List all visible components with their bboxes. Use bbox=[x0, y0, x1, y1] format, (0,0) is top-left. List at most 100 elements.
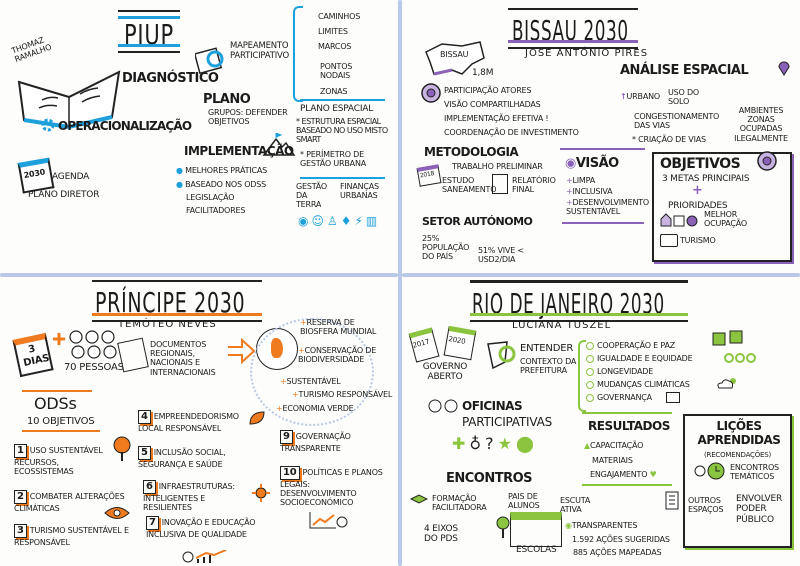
turismo-label: Turismo bbox=[680, 236, 716, 245]
relatorio-label: Relatório final bbox=[512, 176, 556, 195]
visao-label: ◉Visão bbox=[565, 156, 619, 171]
legend-pontos-nodais: Pontos nodais bbox=[320, 62, 353, 81]
grupos-label: Grupos: defender objetivos bbox=[208, 108, 288, 127]
calendar-year: 2018 bbox=[419, 170, 435, 180]
participativas-label: participativas bbox=[462, 415, 553, 429]
gestao-terra-label: Gestão da terra bbox=[296, 182, 328, 210]
bissau-item-1: Participação atores bbox=[444, 86, 532, 95]
objetivos-label: Objetivos bbox=[660, 156, 741, 172]
plano-divider bbox=[300, 99, 385, 105]
plano-label: Plano bbox=[203, 92, 251, 107]
resultados-top-line bbox=[582, 412, 672, 418]
population-label: 1,8M bbox=[472, 68, 494, 78]
resultados-label: Resultados bbox=[588, 419, 670, 433]
circles-icon bbox=[724, 353, 756, 363]
goal-5: +Economia verde bbox=[276, 404, 354, 413]
calendar-icon: 2030 bbox=[17, 157, 55, 194]
perimetro-label: * Perímetro de gestão urbana bbox=[300, 150, 367, 169]
oficinas-label: Oficinas bbox=[462, 399, 523, 413]
document-icon bbox=[117, 337, 149, 373]
suitcase-icon bbox=[660, 234, 678, 247]
urbano-label: ↑Urbano bbox=[620, 92, 660, 101]
governo-label: Governo aberto bbox=[422, 362, 468, 383]
theme-2: Igualdade e equidade bbox=[586, 354, 693, 363]
rio-author: Luciana Tuszel bbox=[512, 320, 612, 331]
congestionamento-label: Congestionamento das vias bbox=[634, 112, 720, 131]
visao-item-1: +Limpa bbox=[566, 176, 596, 185]
ods-objective-9: 9Governação transparente bbox=[280, 430, 351, 453]
open-book-icon bbox=[17, 70, 121, 130]
goal-4: +Turismo responsável bbox=[292, 390, 393, 399]
setor-vive-label: 51% vive < USD2/dia bbox=[478, 246, 524, 265]
target-icon bbox=[757, 151, 777, 171]
theme-1: Cooperação e paz bbox=[586, 341, 675, 350]
school-icon bbox=[510, 512, 562, 547]
setor-pop-label: 25% população do país bbox=[422, 234, 470, 262]
impl-item-1: ● Melhores práticas bbox=[176, 166, 267, 175]
eye-globe-icon bbox=[104, 507, 130, 519]
horizontal-divider-right bbox=[402, 273, 800, 277]
bissau-item-3: Implementação efetiva ! bbox=[444, 114, 549, 123]
ods-objective-3: 3Turismo sustentável e responsável bbox=[14, 524, 129, 547]
goal-3: +Sustentável bbox=[280, 377, 341, 386]
escolas-label: Escolas bbox=[516, 545, 557, 555]
envolver-label: Envolver poder público bbox=[736, 494, 783, 525]
outros-label: Outros espaços bbox=[688, 496, 724, 515]
pais-label: Pais de alunos bbox=[508, 492, 540, 511]
ods-objective-7: 7Inovação e educação inclusiva de qualid… bbox=[146, 516, 256, 539]
title-overline bbox=[118, 10, 180, 19]
title-underline bbox=[508, 40, 638, 49]
year-end: 2020 bbox=[447, 335, 466, 346]
criacao-label: * Criação de vias bbox=[632, 135, 706, 144]
eixos-label: 4 eixos do PDS bbox=[424, 524, 458, 545]
dias-label: 3 dias bbox=[22, 343, 51, 369]
ods-label: ODSs bbox=[34, 394, 77, 413]
magnifier-shield-icon bbox=[487, 341, 516, 370]
theme-5: Governança bbox=[586, 393, 652, 402]
metodologia-label: Metodologia bbox=[424, 145, 519, 159]
visao-top-line bbox=[560, 148, 645, 154]
faces-icon bbox=[428, 399, 458, 413]
tree-icon bbox=[496, 516, 510, 538]
year-start: 2017 bbox=[411, 337, 431, 350]
uso-solo-label: Uso do solo bbox=[668, 88, 700, 107]
encontros-label: Encontros bbox=[446, 471, 533, 486]
growth-chart-icon bbox=[182, 550, 227, 563]
trabalho-label: Trabalho preliminar bbox=[452, 162, 543, 171]
leaf-icon bbox=[249, 411, 265, 425]
title-overline bbox=[470, 280, 688, 287]
ods-count-label: 10 objetivos bbox=[27, 416, 95, 427]
calendar-start-icon: 2017 bbox=[408, 327, 440, 363]
operacionalizacao-label: Operacionalização bbox=[58, 119, 192, 133]
transparentes-label: ◉Transparentes bbox=[565, 521, 638, 530]
legend-zonas: Zonas bbox=[320, 87, 348, 96]
title-underline bbox=[92, 313, 262, 322]
objetivos-box bbox=[652, 152, 792, 262]
pessoas-label: 70 pessoas bbox=[64, 362, 124, 373]
visao-item-3: +Desenvolvimento sustentável bbox=[566, 198, 650, 217]
ods-overline bbox=[22, 390, 92, 396]
ods-objective-1: 1Uso sustentável recursos, ecossistemas bbox=[14, 444, 103, 476]
impl-item-3: Legislação bbox=[186, 193, 235, 202]
visao-bottom-line bbox=[562, 222, 644, 228]
acoes-sugeridas-label: 1.592 ações sugeridas bbox=[572, 535, 670, 544]
financas-label: Finanças urbanas bbox=[340, 182, 379, 201]
resultados-bottom-line bbox=[582, 484, 672, 490]
document-icon bbox=[666, 392, 680, 403]
licoes-label: Lições aprendidas bbox=[697, 419, 781, 447]
calendar-icon: 2018 bbox=[416, 164, 442, 187]
resultado-3: Engajamento ♥ bbox=[590, 470, 657, 479]
title-underline bbox=[118, 44, 180, 53]
ods-objective-10: 10Políticas e planos legais: desenvolvim… bbox=[280, 466, 383, 507]
houses-icon bbox=[660, 213, 698, 227]
metas-label: 3 metas principais bbox=[662, 174, 750, 184]
estudo-label: Estudo saneamento bbox=[442, 176, 497, 195]
bissau-map-icon bbox=[425, 41, 485, 76]
document-icon bbox=[492, 174, 508, 194]
ambientes-label: Ambientes zonas ocupadas ilegalmente bbox=[734, 106, 788, 143]
ods-objective-6: 6Infraestruturas: inteligentes e resilie… bbox=[143, 480, 235, 512]
building-icon bbox=[665, 491, 679, 510]
bissau-item-2: Visão compartilhadas bbox=[444, 100, 541, 109]
goals-dotted-circle bbox=[250, 318, 374, 426]
licoes-box bbox=[683, 414, 792, 548]
